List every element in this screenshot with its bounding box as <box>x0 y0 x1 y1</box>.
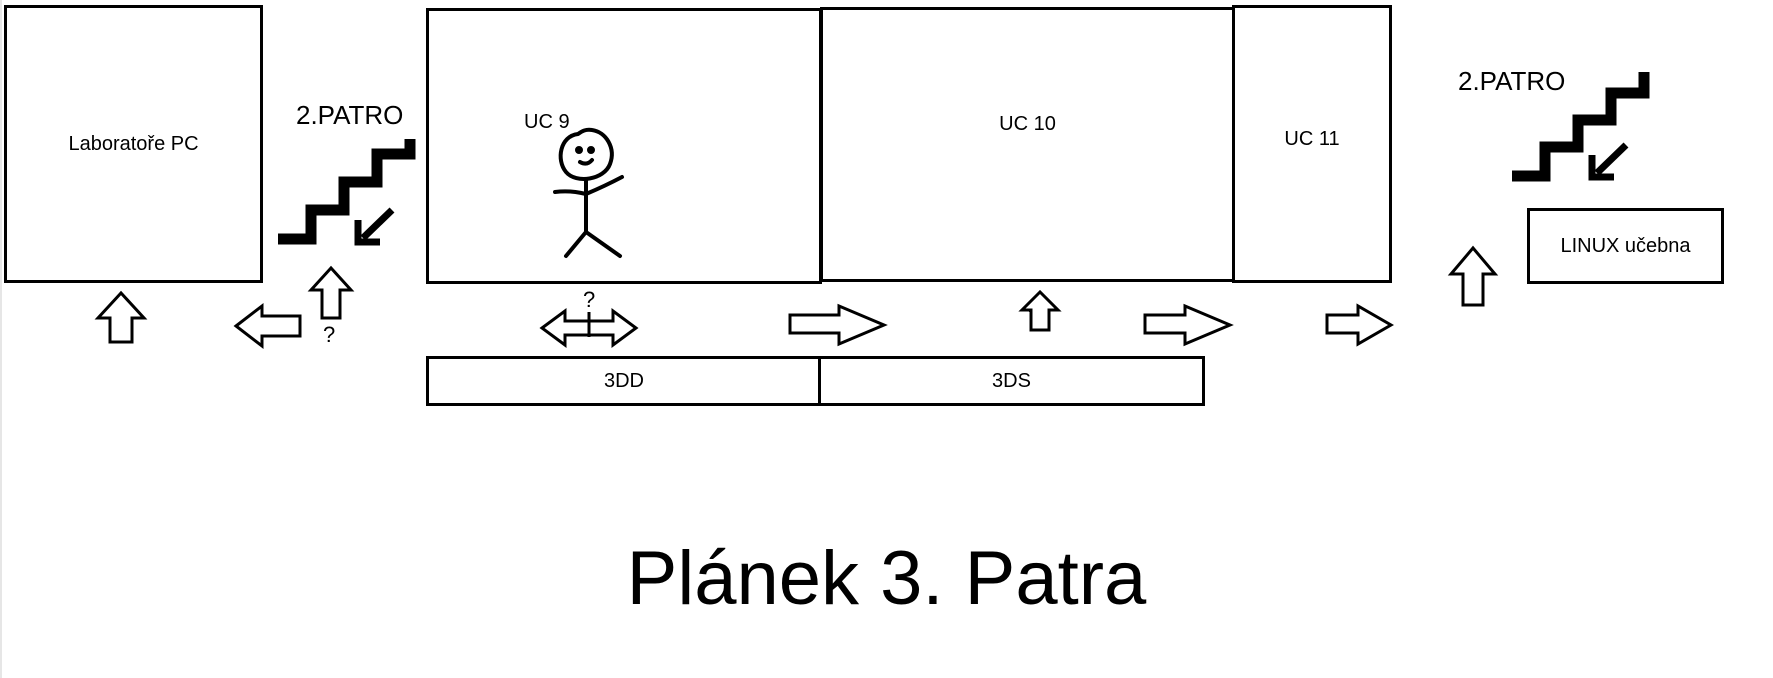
room-3ds-label: 3DS <box>992 369 1031 392</box>
stairs-left-label: 2.PATRO <box>296 100 404 130</box>
room-uc9-label: UC 9 <box>524 111 570 133</box>
room-3dd: 3DD <box>426 356 822 406</box>
right-arrow-uc11-icon <box>1143 303 1234 347</box>
stick-figure-icon <box>553 127 624 258</box>
up-arrow-uc10-icon <box>1018 289 1062 332</box>
up-arrow-linux-icon <box>1447 245 1499 307</box>
room-3dd-label: 3DD <box>603 369 644 392</box>
up-arrow-stairs-icon <box>307 265 355 320</box>
down-arrow-left-icon <box>354 207 395 246</box>
right-arrow-icon <box>788 303 888 347</box>
stairs-left-icon <box>278 139 416 245</box>
up-arrow-icon <box>94 290 148 344</box>
room-uc10-label: UC 10 <box>999 113 1056 135</box>
room-linux-ucebna: LINUX učebna <box>1527 208 1724 284</box>
room-laboratore-pc: Laboratoře PC <box>4 5 263 283</box>
page-edge <box>0 0 2 678</box>
room-laboratore-pc-label: Laboratoře PC <box>68 132 199 155</box>
page-title: Plánek 3. Patra <box>626 536 1147 621</box>
room-uc11: UC 11 <box>1232 5 1392 283</box>
right-arrow-right-icon <box>1325 303 1395 347</box>
question-mark-left: ? <box>323 322 336 347</box>
room-uc11-label: UC 11 <box>1284 127 1340 150</box>
left-arrow-icon <box>233 302 302 350</box>
room-3ds: 3DS <box>818 356 1205 406</box>
stairs-right-label: 2.PATRO <box>1458 66 1566 96</box>
room-uc10: UC 10 <box>820 7 1235 282</box>
double-arrow-icon <box>539 308 639 348</box>
stairs-right-icon <box>1512 72 1650 182</box>
room-linux-ucebna-label: LINUX učebna <box>1560 234 1691 257</box>
room-uc9: UC 9 <box>426 8 822 284</box>
question-mark-center: ? <box>583 287 596 312</box>
down-arrow-right-icon <box>1588 142 1629 181</box>
